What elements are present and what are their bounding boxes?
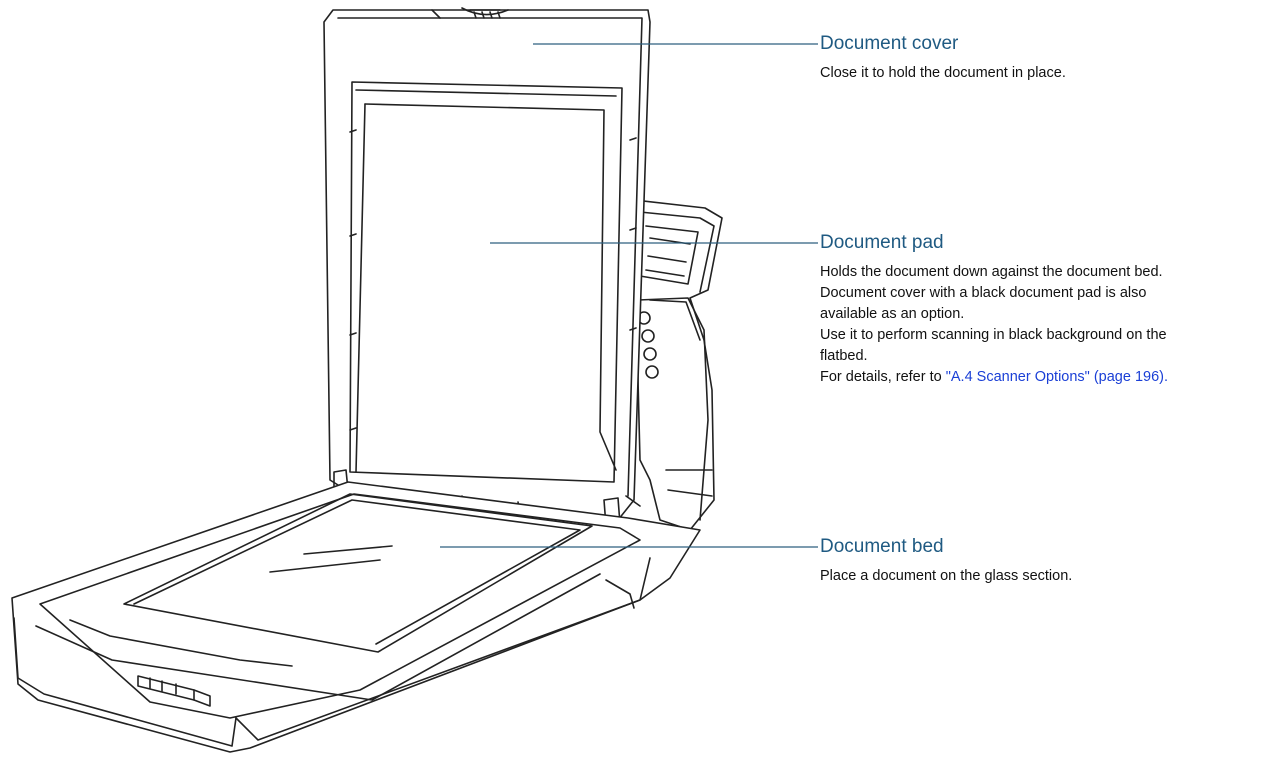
reference-suffix: . <box>1163 369 1169 385</box>
description-line: available as an option. <box>820 306 965 322</box>
scanner-base-drawing <box>11 481 701 753</box>
description-line: Close it to hold the document in place. <box>820 65 1066 81</box>
callout-title: Document bed <box>820 536 944 557</box>
callout-description: Holds the document down against the docu… <box>820 262 1250 388</box>
callout-document-bed: Document bed Place a document on the gla… <box>820 536 1250 587</box>
document-cover-drawing <box>323 7 651 527</box>
description-line: Document cover with a black document pad… <box>820 285 1147 301</box>
callout-title: Document cover <box>820 33 959 54</box>
description-line: Place a document on the glass section. <box>820 568 1073 584</box>
description-line: Holds the document down against the docu… <box>820 264 1163 280</box>
callout-document-cover: Document cover Close it to hold the docu… <box>820 33 1250 84</box>
callout-document-pad: Document pad Holds the document down aga… <box>820 232 1250 388</box>
callout-description: Place a document on the glass section. <box>820 566 1250 587</box>
document-feeder-unit <box>633 199 723 531</box>
callout-description: Close it to hold the document in place. <box>820 63 1250 84</box>
reference-prefix: For details, refer to <box>820 369 946 385</box>
scanner-options-link[interactable]: "A.4 Scanner Options" (page 196) <box>945 369 1164 385</box>
description-line: Use it to perform scanning in black back… <box>820 327 1167 343</box>
reference-line: For details, refer to "A.4 Scanner Optio… <box>820 367 1250 388</box>
description-line: flatbed. <box>820 348 868 364</box>
callout-title: Document pad <box>820 232 944 253</box>
